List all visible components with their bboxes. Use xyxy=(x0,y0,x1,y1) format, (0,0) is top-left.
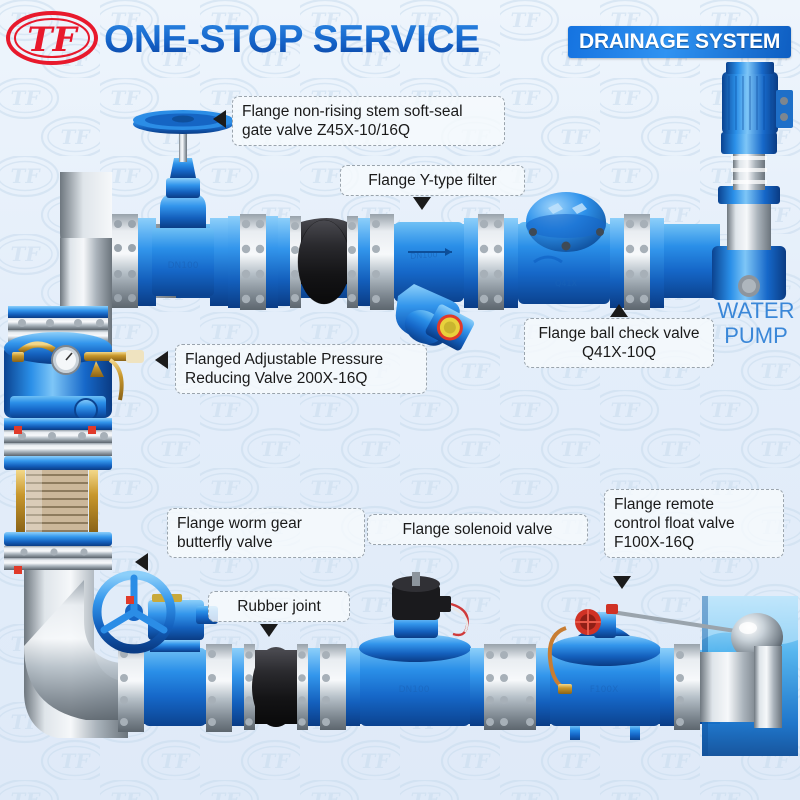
callout-rubber-joint: Rubber joint xyxy=(208,591,350,622)
badge-label: DRAINAGE SYSTEM xyxy=(579,30,781,53)
page-title: ONE-STOP SERVICE xyxy=(104,18,480,61)
svg-text:Q41X: Q41X xyxy=(555,279,577,288)
svg-text:DN100: DN100 xyxy=(399,685,430,695)
water-pump-label: WATER PUMP xyxy=(717,298,795,348)
callout-solenoid-valve: Flange solenoid valve xyxy=(367,514,588,545)
svg-text:TF: TF xyxy=(27,20,79,60)
tf-logo-icon: TF xyxy=(6,11,98,65)
svg-text:F100X: F100X xyxy=(590,685,619,695)
callout-arrow-rubber-joint xyxy=(260,624,278,637)
callout-ball-check: Flange ball check valve Q41X-10Q xyxy=(524,318,714,368)
callout-arrow-butterfly xyxy=(135,553,148,571)
callout-arrow-float-valve xyxy=(613,576,631,589)
callout-butterfly-valve: Flange worm gear butterfly valve xyxy=(167,508,365,558)
callout-arrow-gate-valve xyxy=(213,110,226,128)
svg-text:DN100: DN100 xyxy=(168,261,199,271)
callout-float-valve: Flange remote control float valve F100X-… xyxy=(604,489,784,558)
page-header: TF ONE-STOP SERVICE DRAINAGE SYSTEM xyxy=(0,0,800,76)
callout-y-filter: Flange Y-type filter xyxy=(340,165,525,196)
callout-gate-valve: Flange non-rising stem soft-seal gate va… xyxy=(232,96,505,146)
callout-arrow-ball-check xyxy=(610,304,628,317)
callout-arrow-prv xyxy=(155,351,168,369)
callout-arrow-y-filter xyxy=(413,197,431,210)
callout-pressure-reducing-valve: Flanged Adjustable Pressure Reducing Val… xyxy=(175,344,427,394)
drainage-system-badge: DRAINAGE SYSTEM xyxy=(568,26,792,58)
